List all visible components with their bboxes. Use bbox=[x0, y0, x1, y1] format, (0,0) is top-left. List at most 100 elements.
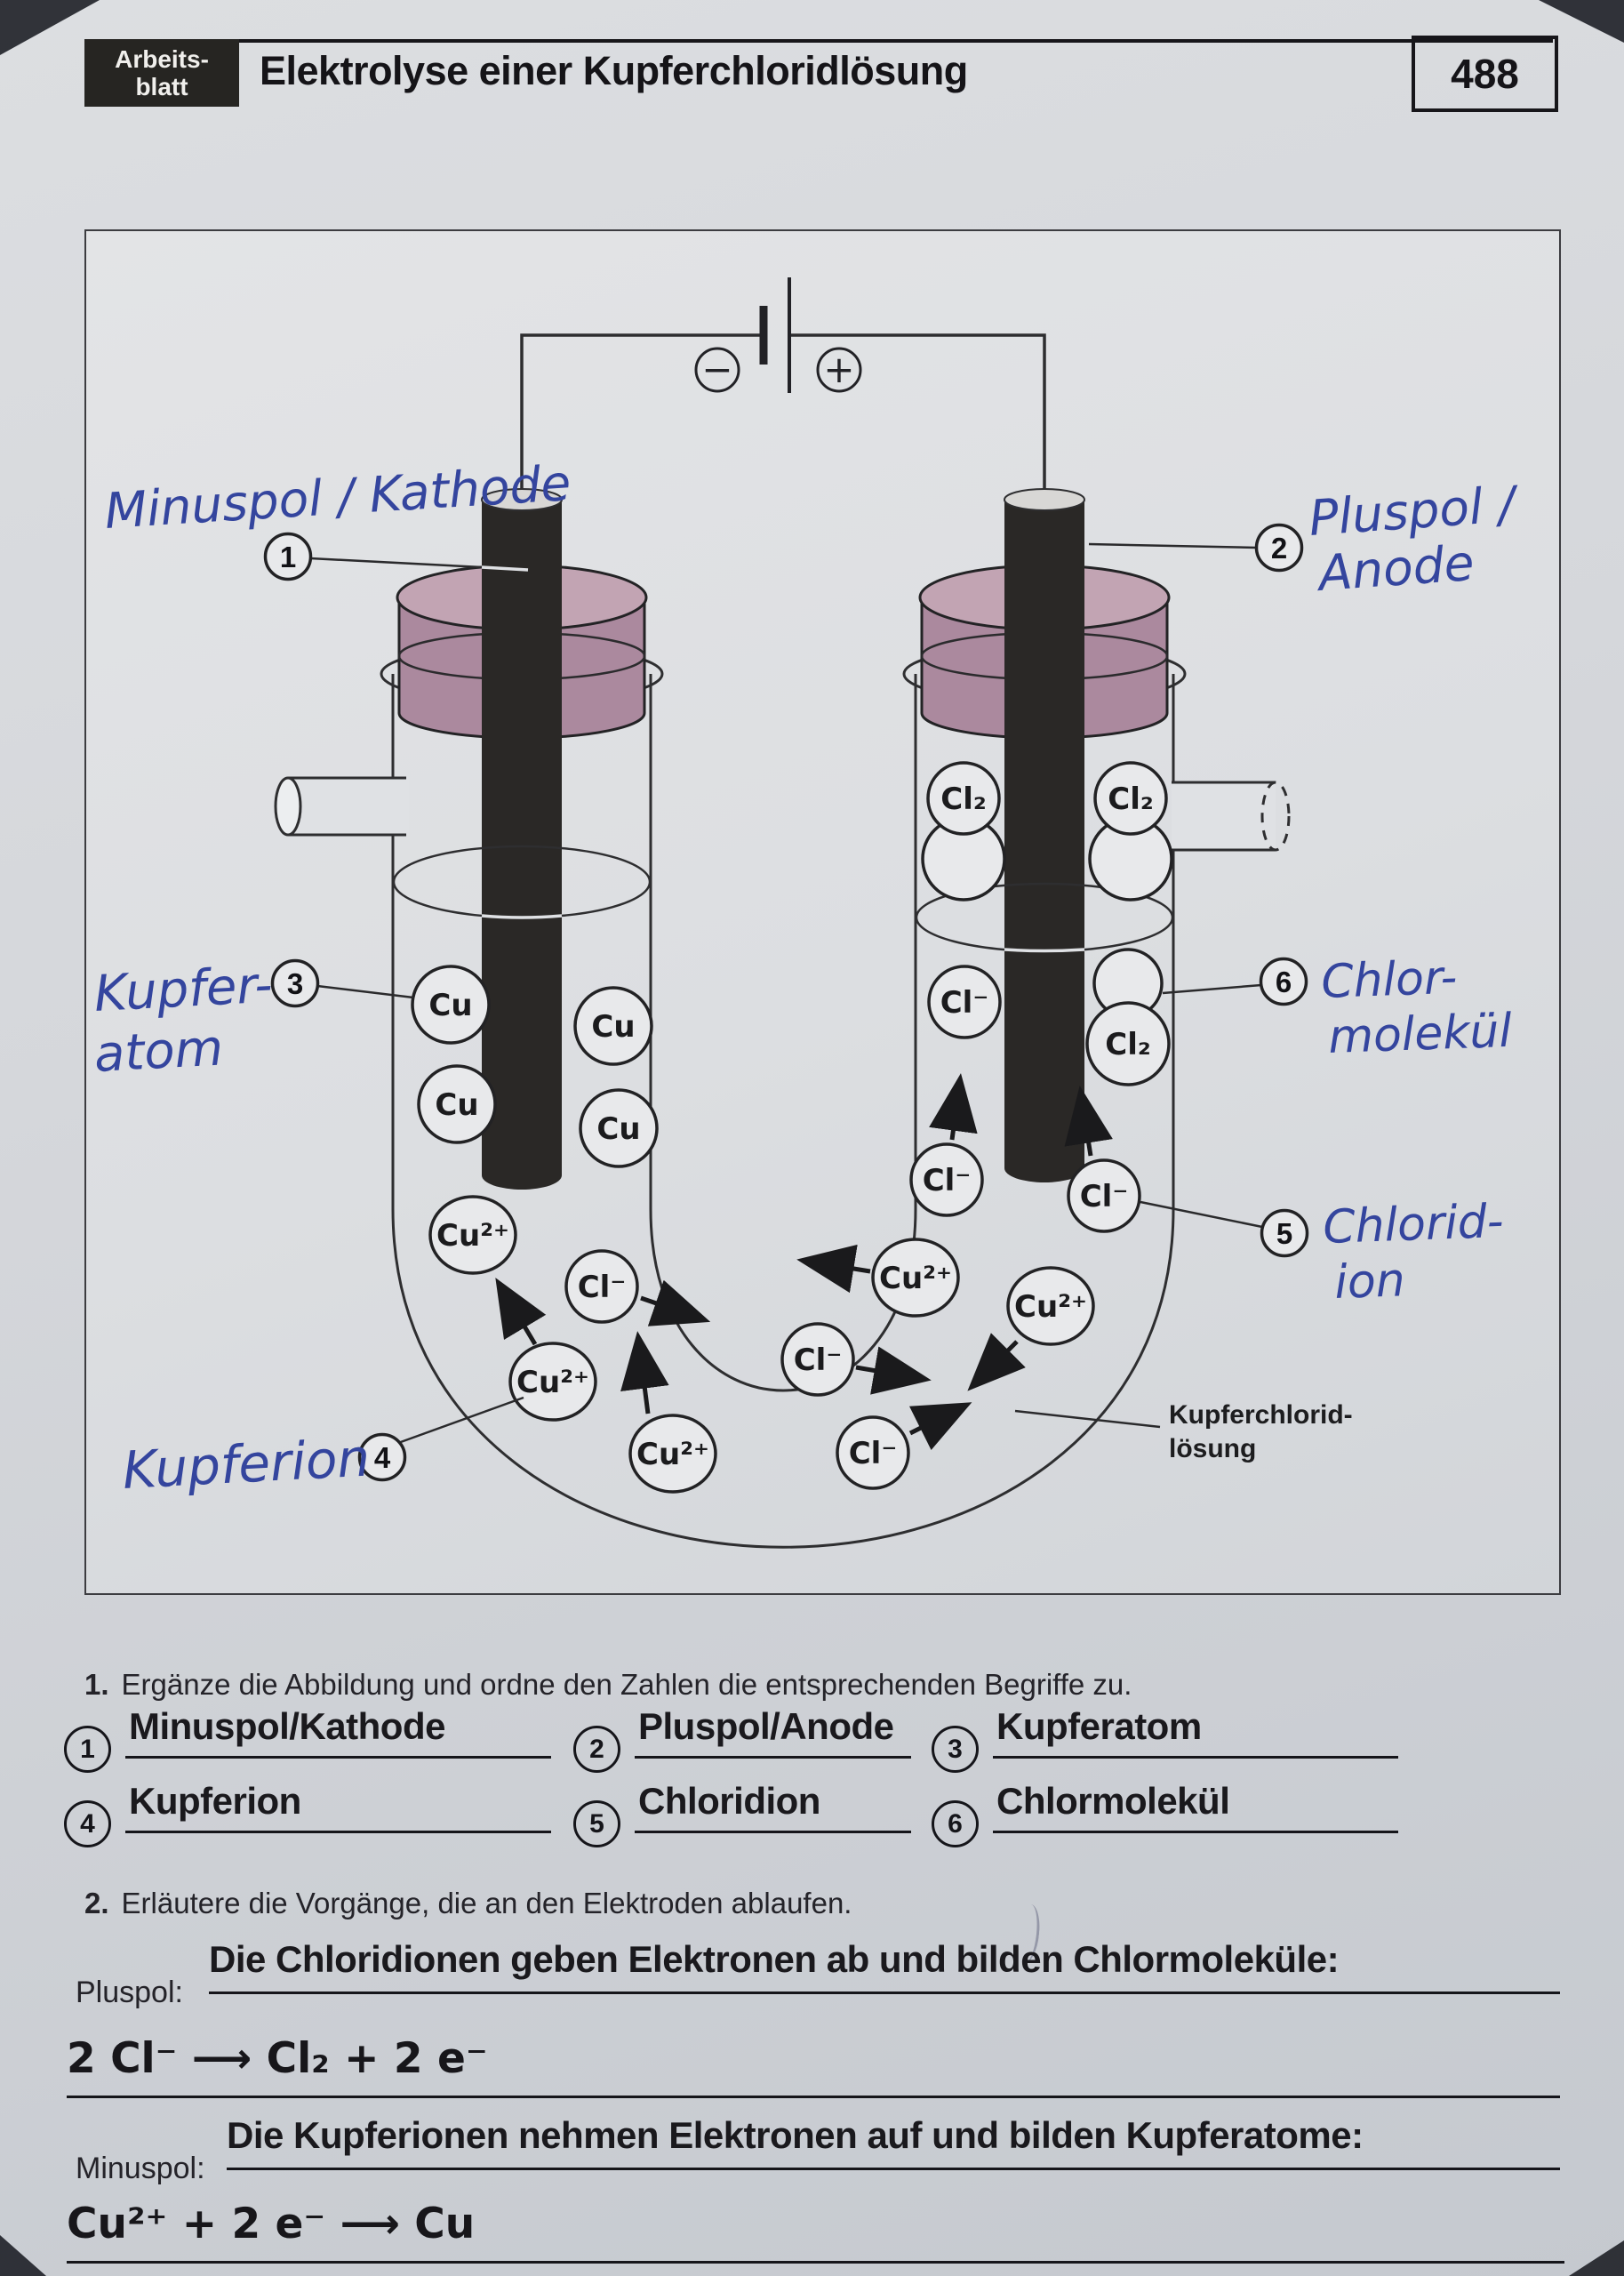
answer-1-marker: 1 bbox=[64, 1726, 111, 1773]
cl-ion: Cl⁻ bbox=[836, 1415, 910, 1490]
minuspol-answer: Die Kupferionen nehmen Elektronen auf un… bbox=[227, 2114, 1560, 2170]
svg-text:1: 1 bbox=[280, 541, 296, 573]
svg-text:5: 5 bbox=[1276, 1217, 1292, 1250]
dashed-opening bbox=[1260, 781, 1291, 852]
answer-4-marker: 4 bbox=[64, 1800, 111, 1847]
cu-atom: Cu bbox=[411, 965, 491, 1045]
right-side-tube bbox=[1172, 781, 1291, 852]
cu-atom: Cu bbox=[573, 986, 653, 1066]
marker-5: 5 bbox=[1260, 1208, 1309, 1258]
cu2-ion: Cu²⁺ bbox=[871, 1238, 960, 1318]
answer-2-marker: 2 bbox=[573, 1726, 620, 1773]
answer-field-2: 2 Pluspol/Anode bbox=[573, 1705, 911, 1773]
answer-field-4: 4 Kupferion bbox=[64, 1780, 551, 1847]
svg-text:2: 2 bbox=[1271, 532, 1287, 565]
pluspol-answer: Die Chloridionen geben Elektronen ab und… bbox=[209, 1938, 1560, 1994]
minuspol-label: Minuspol: bbox=[76, 2152, 205, 2185]
svg-text:Cl₂: Cl₂ bbox=[940, 781, 987, 817]
worksheet-label-line2: blatt bbox=[135, 73, 188, 100]
cathode-electrode bbox=[481, 488, 563, 1190]
handwritten-anode-label-line2: Anode bbox=[1314, 534, 1476, 602]
svg-text:Cu²⁺: Cu²⁺ bbox=[516, 1365, 589, 1400]
circuit-wires: − + bbox=[520, 277, 1046, 500]
worksheet-label: Arbeits- blatt bbox=[84, 39, 239, 107]
answer-6-marker: 6 bbox=[932, 1800, 979, 1847]
plus-sign-label: + bbox=[823, 348, 854, 391]
photo-corner bbox=[0, 2235, 46, 2276]
handwritten-chlorine-molecule-line2: molekül bbox=[1327, 1005, 1513, 1064]
answer-3-marker: 3 bbox=[932, 1726, 979, 1773]
answer-5-text: Chloridion bbox=[635, 1780, 911, 1833]
minuspol-equation: Cu²⁺ + 2 e⁻ ⟶ Cu bbox=[67, 2200, 1564, 2264]
pluspol-equation: 2 Cl⁻ ⟶ Cl₂ + 2 e⁻ bbox=[67, 2034, 1560, 2098]
electrolysis-diagram: − + bbox=[84, 229, 1561, 1595]
svg-text:Cu²⁺: Cu²⁺ bbox=[879, 1261, 952, 1296]
handwritten-copper-atom-line1: Kupfer- bbox=[92, 957, 274, 1023]
cu-atom: Cu bbox=[579, 1088, 659, 1168]
svg-text:Cl⁻: Cl⁻ bbox=[794, 1342, 843, 1378]
plus-sign-icon bbox=[816, 347, 862, 393]
question-2-number: 2. bbox=[84, 1887, 109, 1919]
answer-field-6: 6 Chlormolekül bbox=[932, 1780, 1398, 1847]
liquid-surface bbox=[392, 845, 1174, 953]
answer-field-3: 3 Kupferatom bbox=[932, 1705, 1398, 1773]
cu-atom: Cu bbox=[417, 1064, 497, 1144]
marker-6: 6 bbox=[1259, 957, 1308, 1006]
svg-text:Cu²⁺: Cu²⁺ bbox=[636, 1437, 709, 1472]
handwritten-copper-atom-line2: atom bbox=[92, 1019, 224, 1084]
page-title: Elektrolyse einer Kupferchloridlösung bbox=[260, 48, 968, 93]
cu2-ion: Cu²⁺ bbox=[428, 1195, 517, 1275]
svg-text:Cl⁻: Cl⁻ bbox=[1080, 1179, 1129, 1214]
page-number: 488 bbox=[1412, 36, 1558, 112]
answer-4-text: Kupferion bbox=[125, 1780, 551, 1833]
cl-ion: Cl⁻ bbox=[564, 1249, 639, 1324]
left-side-tube bbox=[274, 776, 409, 837]
svg-text:6: 6 bbox=[1276, 966, 1292, 998]
marker-1: 1 bbox=[263, 532, 313, 581]
cl-ion: Cl⁻ bbox=[927, 965, 1002, 1039]
solution-label-line1: Kupferchlorid- bbox=[1169, 1400, 1353, 1430]
svg-text:Cl⁻: Cl⁻ bbox=[849, 1436, 898, 1471]
marker-2: 2 bbox=[1254, 523, 1304, 573]
cl2-molecule: Cl₂ bbox=[921, 761, 1006, 902]
question-1-text: Ergänze die Abbildung und ordne den Zahl… bbox=[121, 1668, 1132, 1701]
svg-text:Cu: Cu bbox=[435, 1087, 478, 1123]
svg-text:Cu: Cu bbox=[428, 988, 472, 1023]
minus-sign-icon bbox=[694, 347, 740, 393]
cu2-ion: Cu²⁺ bbox=[1006, 1266, 1095, 1346]
handwritten-chloride-ion-line2: ion bbox=[1333, 1254, 1405, 1310]
answer-6-text: Chlormolekül bbox=[993, 1780, 1398, 1833]
handwritten-chloride-ion-line1: Chlorid- bbox=[1322, 1195, 1504, 1254]
cl-ion: Cl⁻ bbox=[909, 1142, 984, 1217]
svg-text:4: 4 bbox=[374, 1441, 391, 1474]
handwritten-anode-label-line1: Pluspol / bbox=[1307, 476, 1521, 547]
svg-text:Cu²⁺: Cu²⁺ bbox=[436, 1218, 509, 1254]
anode-electrode bbox=[1004, 488, 1085, 1182]
worksheet-label-line1: Arbeits- bbox=[115, 44, 209, 73]
question-2-text: Erläutere die Vorgänge, die an den Elekt… bbox=[121, 1887, 852, 1919]
svg-text:Cu: Cu bbox=[591, 1009, 635, 1045]
svg-text:Cl₂: Cl₂ bbox=[1108, 781, 1154, 817]
svg-text:Cl⁻: Cl⁻ bbox=[923, 1163, 972, 1198]
marker-3: 3 bbox=[270, 958, 320, 1008]
ion-migration-arrows bbox=[495, 1073, 1113, 1450]
cl2-molecule: Cl₂ bbox=[1088, 761, 1173, 902]
answer-5-marker: 5 bbox=[573, 1800, 620, 1847]
svg-text:Cu²⁺: Cu²⁺ bbox=[1014, 1289, 1087, 1325]
answer-2-text: Pluspol/Anode bbox=[635, 1705, 911, 1759]
photo-corner bbox=[1569, 2240, 1624, 2276]
cu2-ion: Cu²⁺ bbox=[508, 1342, 597, 1422]
header-rule bbox=[84, 39, 1553, 43]
cl-ion: Cl⁻ bbox=[780, 1322, 855, 1397]
cu2-ion: Cu²⁺ bbox=[628, 1414, 717, 1494]
question-2: 2. Erläutere die Vorgänge, die an den Ele… bbox=[84, 1887, 852, 1920]
question-1: 1.Ergänze die Abbildung und ordne den Za… bbox=[84, 1668, 1132, 1702]
cl-ion: Cl⁻ bbox=[1067, 1158, 1141, 1233]
handwritten-chlorine-molecule-line1: Chlor- bbox=[1320, 951, 1458, 1009]
handwritten-copper-ion-label: Kupferion bbox=[121, 1428, 372, 1501]
answer-1-text: Minuspol/Kathode bbox=[125, 1705, 551, 1759]
svg-text:Cl⁻: Cl⁻ bbox=[940, 985, 989, 1021]
marker-4: 4 bbox=[357, 1432, 407, 1482]
solution-label-line2: lösung bbox=[1169, 1434, 1256, 1463]
